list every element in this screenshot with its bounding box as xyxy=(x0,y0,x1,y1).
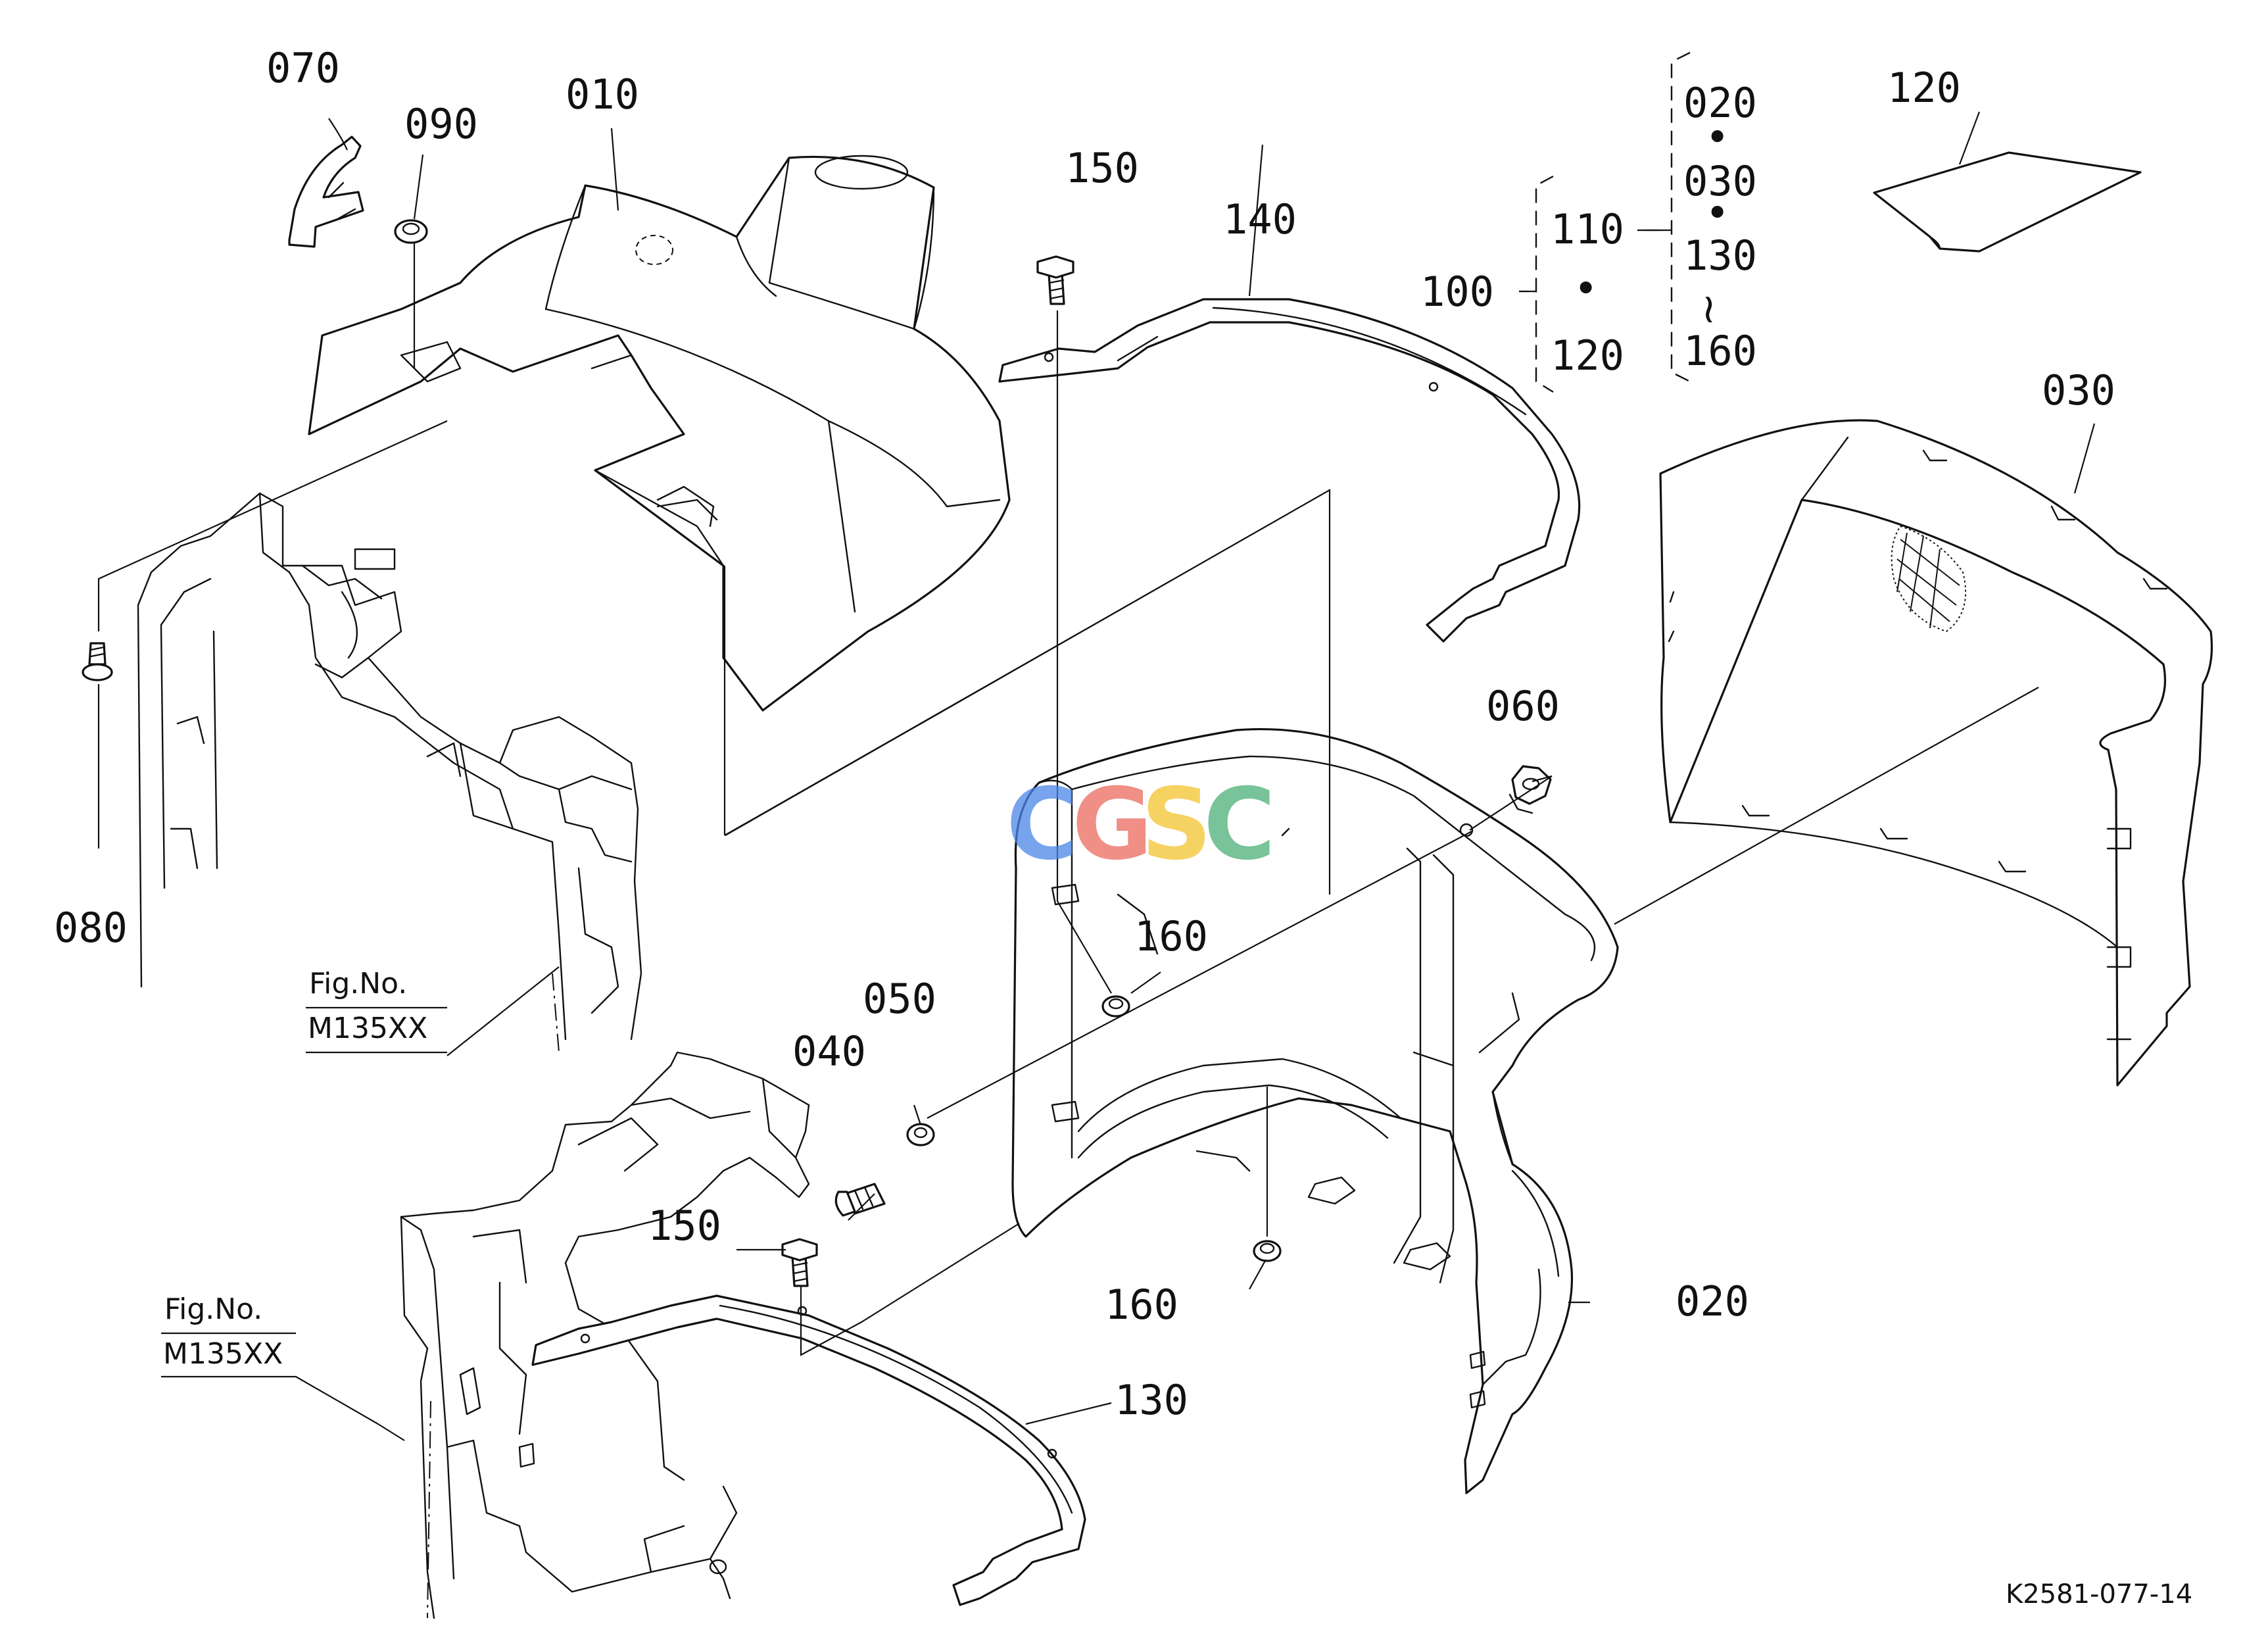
frame-lower xyxy=(400,1051,810,1619)
label-140: 140 xyxy=(1223,195,1297,243)
centerline-upper-frame xyxy=(552,973,560,1053)
label-160-group: 160 xyxy=(1683,327,1757,375)
group-bracket-110 xyxy=(1637,51,1691,383)
part-010-top-cover xyxy=(308,155,1011,712)
part-040-screw xyxy=(834,1183,886,1217)
group-110-range: ≀ xyxy=(1701,284,1716,332)
drawing-code: K2581-077-14 xyxy=(2006,1579,2192,1610)
leader-lines xyxy=(97,111,2096,1441)
group-110-dot-1: • xyxy=(1705,113,1729,161)
fig-ref-upper-title: Fig.No. xyxy=(309,967,407,1000)
label-120-sheet: 120 xyxy=(1887,64,1961,112)
group-bracket-100 xyxy=(1519,175,1554,393)
fig-ref-lower-title: Fig.No. xyxy=(164,1292,262,1326)
label-020-group: 020 xyxy=(1683,79,1757,127)
label-150-upper: 150 xyxy=(1065,144,1139,192)
part-150-bolt-lower xyxy=(781,1238,818,1287)
label-010: 010 xyxy=(566,70,639,118)
watermark-logo: C G S C xyxy=(1006,768,1276,882)
part-030-grille xyxy=(1891,525,1967,633)
label-040: 040 xyxy=(792,1027,866,1075)
label-030-panel: 030 xyxy=(2042,366,2115,414)
label-080: 080 xyxy=(54,904,128,952)
frame-upper xyxy=(137,492,642,1041)
part-050-washer xyxy=(906,1123,935,1146)
label-030-group: 030 xyxy=(1683,157,1757,205)
watermark-letter-c1: C xyxy=(1006,768,1078,882)
part-150-bolt-upper xyxy=(1036,255,1074,305)
label-160-upper: 160 xyxy=(1134,912,1208,960)
watermark-letter-s: S xyxy=(1141,768,1212,882)
label-120-group: 120 xyxy=(1551,332,1624,380)
part-160-grommet-a xyxy=(1101,995,1130,1018)
part-080-screw xyxy=(82,642,113,681)
group-110-dot-2: • xyxy=(1705,189,1729,237)
centerline-lower-frame xyxy=(427,1400,431,1619)
part-030-side-panel xyxy=(1659,419,2213,1087)
label-020-cover: 020 xyxy=(1676,1277,1749,1325)
label-090: 090 xyxy=(404,100,478,148)
label-110: 110 xyxy=(1551,205,1624,253)
fig-ref-upper-code: M135XX xyxy=(308,1012,427,1045)
part-140-stay xyxy=(998,298,1581,643)
part-070-bracket xyxy=(288,135,364,248)
watermark-letter-c2: C xyxy=(1203,768,1276,882)
fig-ref-lower-code: M135XX xyxy=(163,1337,283,1371)
part-120-sheet xyxy=(1873,151,2142,253)
group-100-dot: • xyxy=(1574,264,1598,312)
label-060: 060 xyxy=(1486,682,1560,730)
label-070: 070 xyxy=(266,44,340,92)
label-130-group: 130 xyxy=(1683,232,1757,280)
part-020-front-cover xyxy=(1011,728,1619,1494)
label-160-lower: 160 xyxy=(1105,1281,1178,1329)
label-150-lower: 150 xyxy=(648,1202,721,1250)
label-050: 050 xyxy=(863,975,936,1023)
fig-ref-upper: Fig.No. M135XX xyxy=(306,967,447,1054)
label-100: 100 xyxy=(1420,268,1494,316)
fig-ref-lower: Fig.No. M135XX xyxy=(161,1292,379,1425)
part-130-stay xyxy=(531,1294,1086,1606)
part-160-grommet-b xyxy=(1253,1240,1282,1262)
watermark-letter-g: G xyxy=(1072,768,1153,882)
part-090-nut xyxy=(394,219,428,244)
label-130-stay: 130 xyxy=(1115,1376,1188,1424)
